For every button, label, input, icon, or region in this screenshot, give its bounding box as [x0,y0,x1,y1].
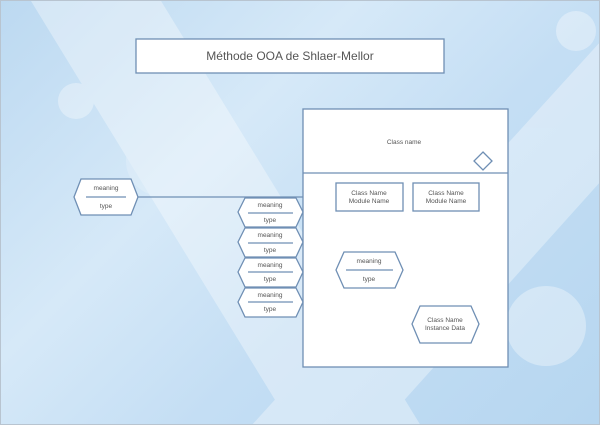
attribute-4-meaning: meaning [258,292,283,299]
title-box[interactable] [135,38,445,74]
attribute-4-type: type [264,306,277,313]
module-box-2-line2: Module Name [426,198,467,205]
attribute-3-type: type [264,276,277,283]
attribute-3-meaning: meaning [258,262,283,269]
attribute-1-type: type [264,217,277,224]
module-box-1-line2: Module Name [349,198,390,205]
module-box-1-line1: Class Name [351,190,387,197]
instance-line2: Instance Data [425,325,465,332]
diamond-icon[interactable] [473,151,493,171]
class-name-label: Class name [387,139,422,146]
external-meaning: meaning [94,185,119,192]
diagram-title: Méthode OOA de Shlaer-Mellor [206,49,373,63]
instance-hex[interactable] [411,305,480,344]
module-box-1[interactable] [335,182,404,212]
instance-line1: Class Name [427,317,463,324]
module-box-2-line1: Class Name [428,190,464,197]
module-box-2[interactable] [412,182,480,212]
external-type: type [100,203,113,210]
inner-meaning: meaning [357,258,382,265]
attribute-2-meaning: meaning [258,232,283,239]
attribute-2-type: type [264,247,277,254]
attribute-1-meaning: meaning [258,202,283,209]
inner-type: type [363,276,376,283]
